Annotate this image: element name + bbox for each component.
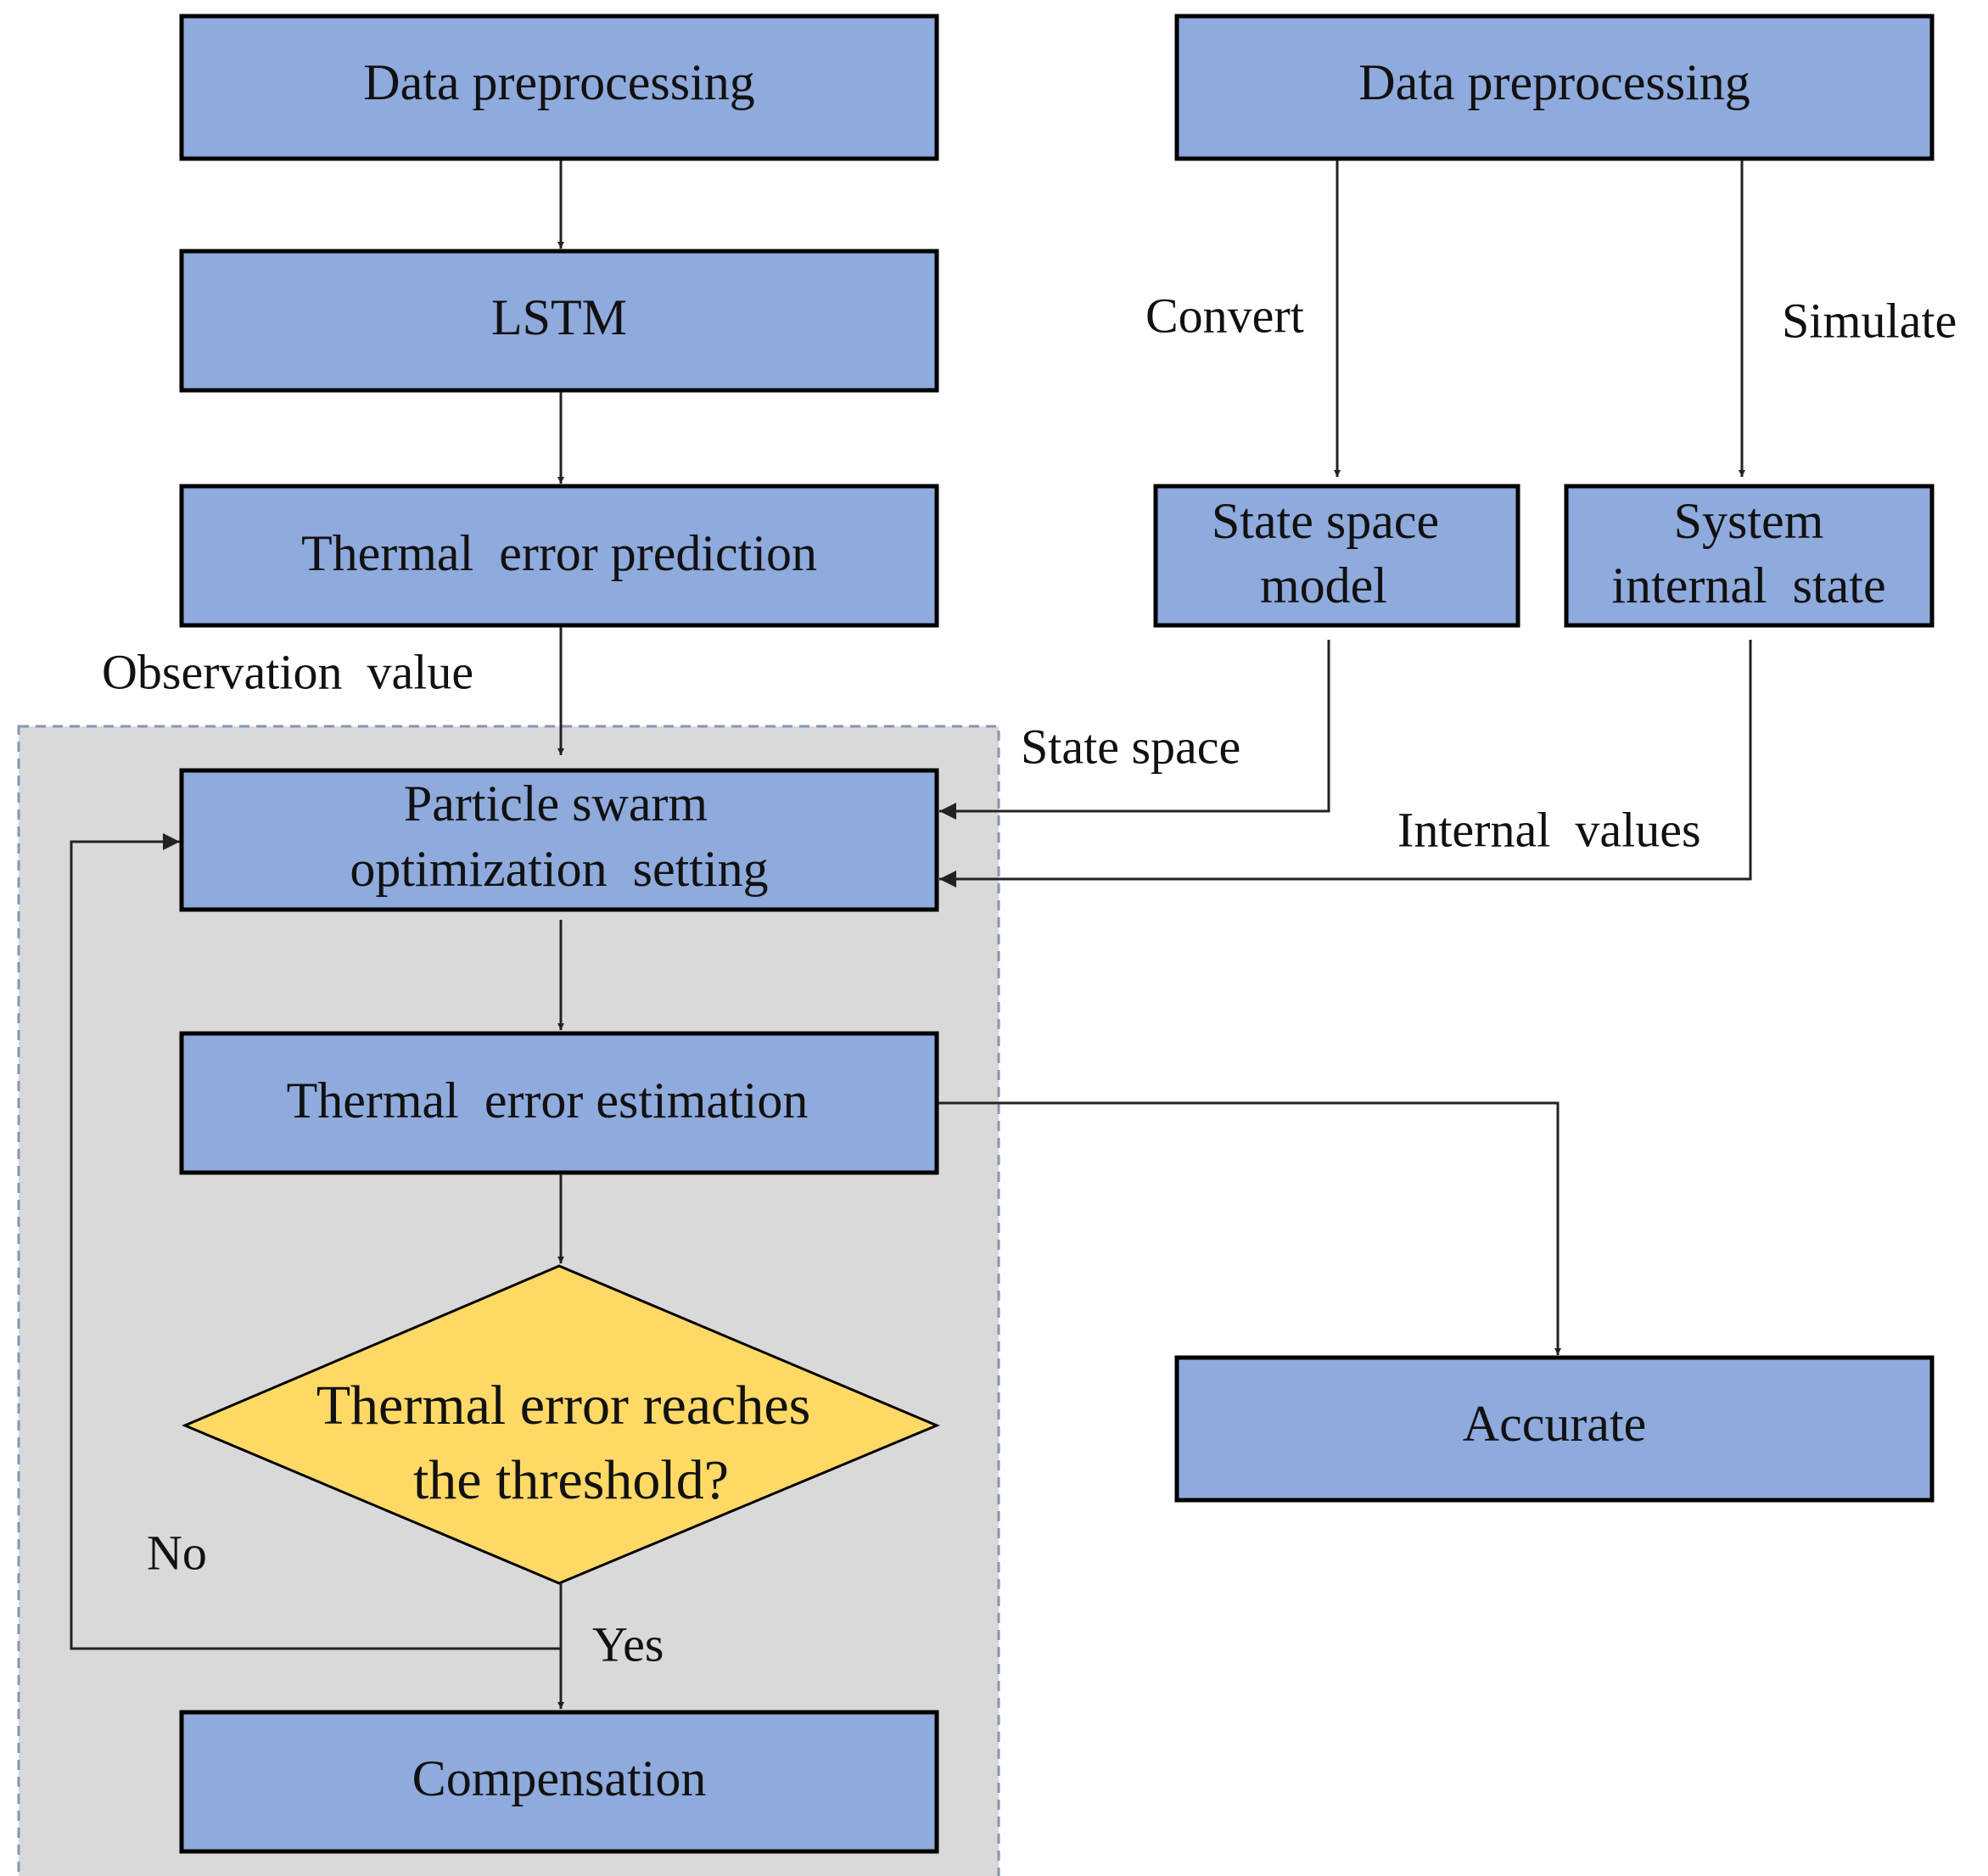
- arrow-state-space-to-pso: [939, 640, 1330, 820]
- thermal-error-estimation-label: Thermal error estimation: [287, 1072, 809, 1128]
- pso-setting-label-line1: Particle swarm: [404, 776, 708, 832]
- simulate-label: Simulate: [1782, 293, 1957, 348]
- right-preprocess-label: Data preprocessing: [1358, 54, 1750, 110]
- right-preprocess-box: Data preprocessing: [1174, 14, 1935, 161]
- thermal-error-prediction-label: Thermal error prediction: [301, 525, 817, 581]
- lstm-label: LSTM: [491, 289, 627, 345]
- compensation-box: Compensation: [179, 1710, 939, 1854]
- arrow-internal-values-to-pso: [939, 640, 1752, 888]
- compensation-label: Compensation: [412, 1750, 707, 1806]
- system-internal-state-box: System internal state: [1564, 484, 1935, 628]
- arrow-estimation-to-accurate: [938, 1101, 1561, 1355]
- thermal-error-prediction-box: Thermal error prediction: [179, 484, 939, 628]
- accurate-box: Accurate: [1174, 1355, 1935, 1503]
- state-space-label: State space: [1021, 719, 1240, 774]
- threshold-decision-diamond: Thermal error reaches the threshold?: [182, 1264, 940, 1585]
- arrow-no-loop-back: [70, 833, 561, 1650]
- convert-label: Convert: [1145, 288, 1304, 343]
- system-internal-state-label-line2: internal state: [1611, 557, 1885, 613]
- threshold-decision-label-line2: the threshold?: [413, 1449, 729, 1511]
- yes-label: Yes: [592, 1616, 664, 1672]
- left-preprocess-box: Data preprocessing: [179, 14, 939, 161]
- thermal-error-estimation-box: Thermal error estimation: [179, 1031, 939, 1175]
- observation-value-label: Observation value: [102, 644, 473, 699]
- no-label: No: [147, 1525, 207, 1580]
- pso-setting-label-line2: optimization setting: [350, 841, 768, 897]
- pso-setting-box: Particle swarm optimization setting: [179, 768, 939, 912]
- state-space-model-label-line1: State space: [1212, 493, 1439, 549]
- state-space-model-box: State space model: [1153, 484, 1520, 628]
- system-internal-state-label-line1: System: [1674, 493, 1824, 549]
- state-space-model-label-line2: model: [1260, 557, 1387, 613]
- internal-values-label: Internal values: [1397, 802, 1701, 857]
- lstm-box: LSTM: [179, 249, 939, 393]
- threshold-decision-label-line1: Thermal error reaches: [316, 1375, 811, 1436]
- accurate-label: Accurate: [1463, 1396, 1647, 1452]
- left-preprocess-label: Data preprocessing: [363, 54, 754, 110]
